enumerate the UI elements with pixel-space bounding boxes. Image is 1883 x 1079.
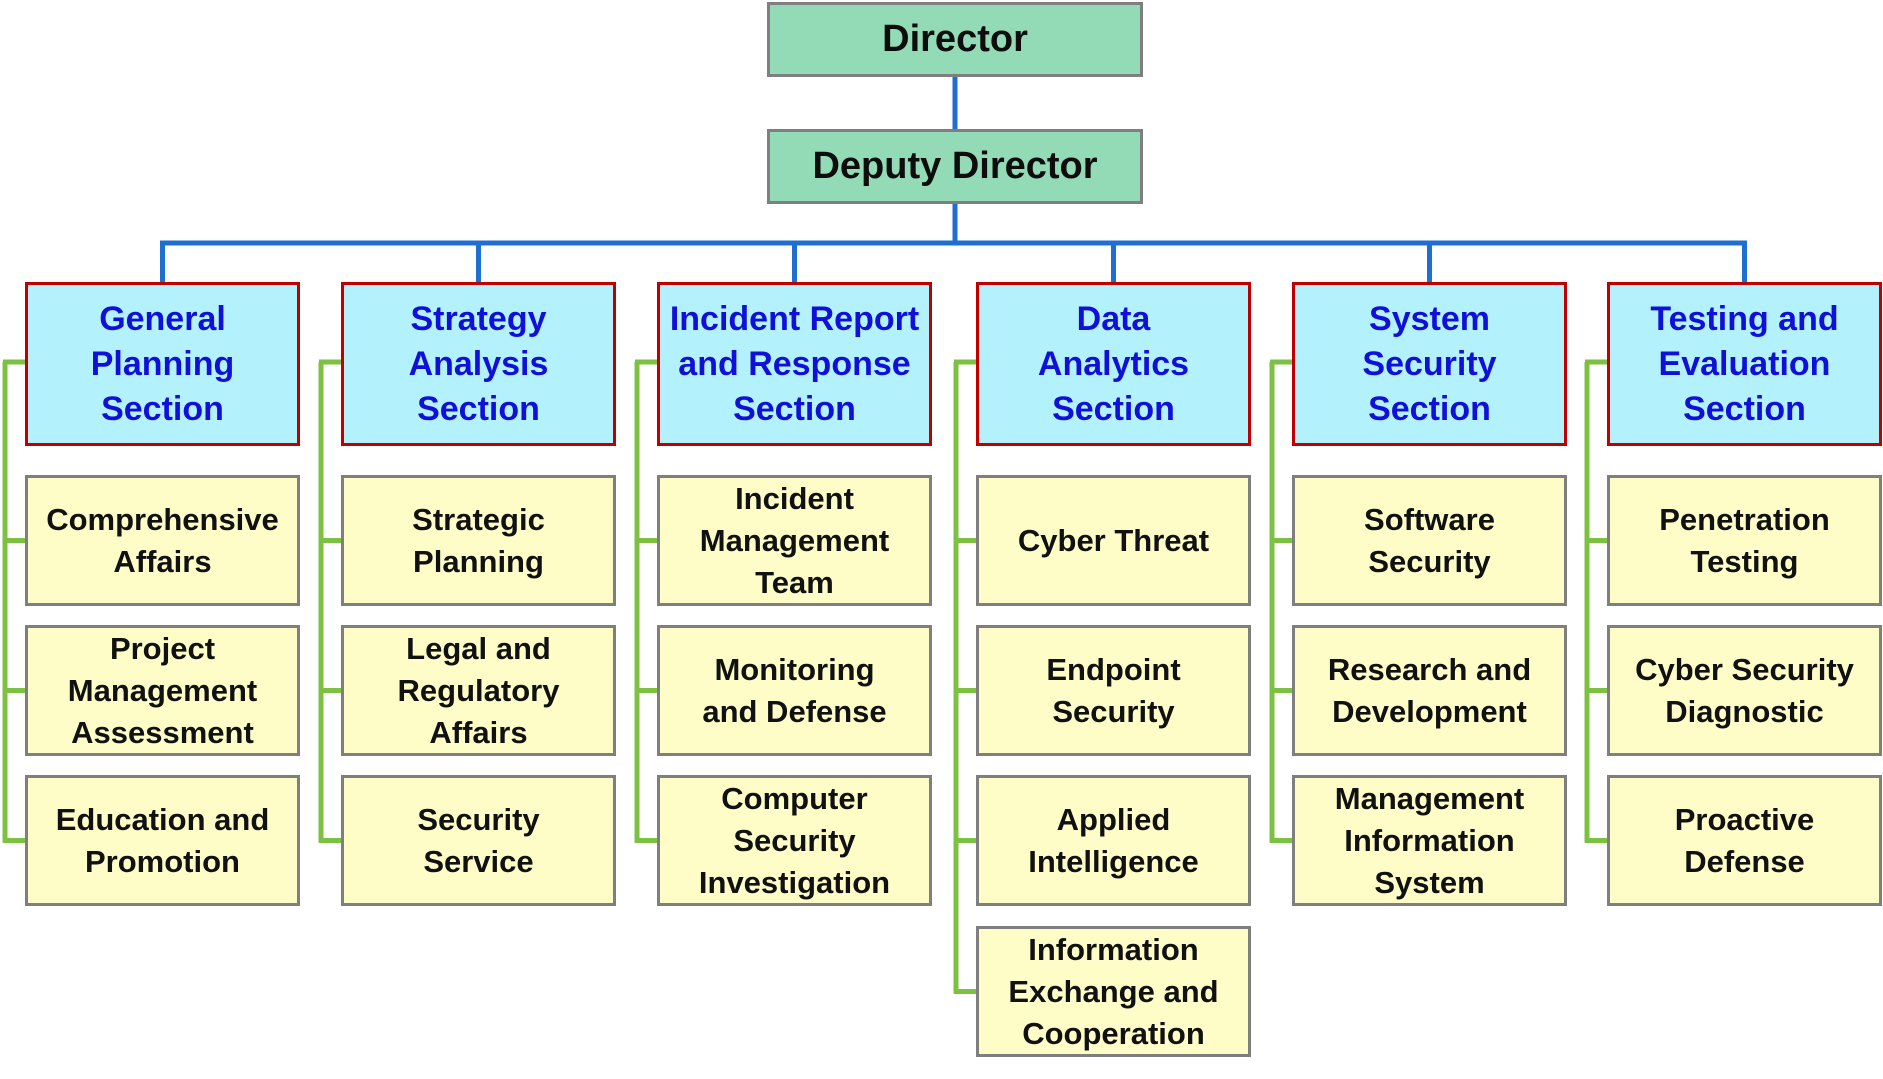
section-box: General Planning Section (25, 282, 300, 446)
team-box: Cyber Threat (976, 475, 1251, 606)
team-box: Software Security (1292, 475, 1567, 606)
director-box: Director (767, 2, 1143, 77)
team-box: Comprehensive Affairs (25, 475, 300, 606)
section-box: Strategy Analysis Section (341, 282, 616, 446)
section-box: System Security Section (1292, 282, 1567, 446)
team-box: Security Service (341, 775, 616, 906)
team-box: Penetration Testing (1607, 475, 1882, 606)
team-box: Strategic Planning (341, 475, 616, 606)
section-box: Testing and Evaluation Section (1607, 282, 1882, 446)
team-box: Project Management Assessment (25, 625, 300, 756)
team-box: Monitoring and Defense (657, 625, 932, 756)
team-box: Endpoint Security (976, 625, 1251, 756)
team-box: Legal and Regulatory Affairs (341, 625, 616, 756)
team-box: Computer Security Investigation (657, 775, 932, 906)
team-box: Research and Development (1292, 625, 1567, 756)
team-box: Information Exchange and Cooperation (976, 926, 1251, 1057)
section-box: Incident Report and Response Section (657, 282, 932, 446)
team-box: Applied Intelligence (976, 775, 1251, 906)
team-box: Proactive Defense (1607, 775, 1882, 906)
team-box: Education and Promotion (25, 775, 300, 906)
team-box: Cyber Security Diagnostic (1607, 625, 1882, 756)
section-box: Data Analytics Section (976, 282, 1251, 446)
deputy-director-box: Deputy Director (767, 129, 1143, 204)
team-box: Incident Management Team (657, 475, 932, 606)
team-box: Management Information System (1292, 775, 1567, 906)
